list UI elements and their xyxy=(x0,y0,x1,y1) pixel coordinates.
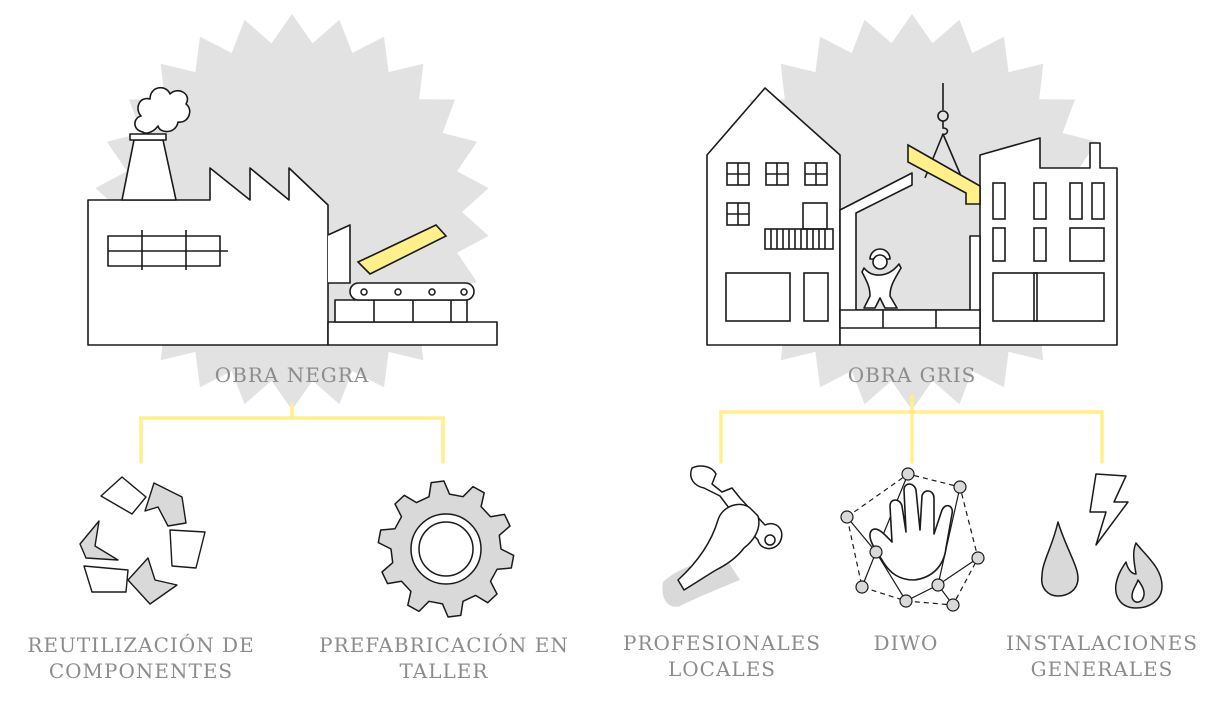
item-label-diwo: DIWO xyxy=(873,631,939,655)
utilities-icon xyxy=(1040,473,1163,609)
prefab-piece xyxy=(356,224,448,275)
water-drop-icon xyxy=(1040,521,1079,597)
group-label-obra-negra: OBRA NEGRA xyxy=(214,363,370,387)
smoke-icon xyxy=(134,86,191,134)
network-hand-icon xyxy=(840,467,985,612)
connector-lines xyxy=(139,394,1104,464)
recycle-icon xyxy=(79,476,206,605)
gear-icon xyxy=(377,480,515,618)
obra-gris-illustration xyxy=(706,14,1118,410)
hanging-panel xyxy=(907,143,981,205)
flame-icon xyxy=(1114,542,1163,609)
factory-base xyxy=(327,321,498,346)
lightning-icon xyxy=(1089,473,1129,546)
worker-icon xyxy=(861,248,902,309)
obra-negra-illustration xyxy=(87,14,498,410)
group-label-obra-gris: OBRA GRIS xyxy=(847,363,977,387)
wrench-hand-icon xyxy=(662,465,783,607)
conveyor-belt xyxy=(349,282,475,301)
right-building xyxy=(979,137,1118,346)
